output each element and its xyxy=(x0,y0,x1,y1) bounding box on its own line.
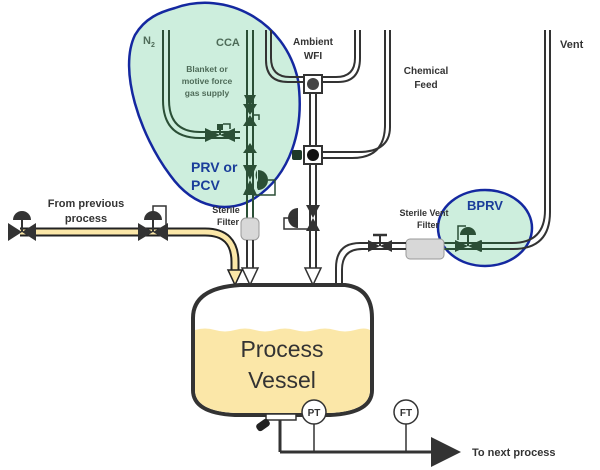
pt-instrument xyxy=(301,399,327,425)
cca-label: CCA xyxy=(216,37,240,49)
chemical-feed-pipe xyxy=(322,30,391,159)
drain-actuator-icon xyxy=(256,418,270,432)
sterile-filter-label-line1: Sterile xyxy=(212,205,240,215)
cca-flow-arrow-icon xyxy=(244,95,256,107)
gas-supply-label-line3: gas supply xyxy=(185,88,230,98)
prv-label-line1: PRV or xyxy=(191,159,238,175)
ft-instrument xyxy=(393,399,419,425)
ambient-wfi-pipe xyxy=(265,30,361,83)
n2-valve-icon xyxy=(205,123,235,142)
manual-valve-icon xyxy=(8,211,36,241)
process-vessel xyxy=(191,283,374,417)
chemical-feed-label-line2: Feed xyxy=(414,80,437,91)
bottom-outlet-valve xyxy=(265,413,297,421)
n2-label: N2 xyxy=(143,35,155,49)
bprv-valve-icon xyxy=(455,225,481,252)
ambient-wfi-label-line2: WFI xyxy=(304,51,323,62)
vent-pipe xyxy=(500,30,551,250)
pt-label: PT xyxy=(308,408,321,419)
n2-pipe xyxy=(162,30,240,139)
gas-to-vessel-pipe xyxy=(246,240,254,270)
wfi-valve-icon xyxy=(303,74,323,94)
prv-label-line2: PCV xyxy=(191,177,220,193)
vent-to-vessel-pipe xyxy=(335,242,406,285)
chemical-feed-valve-icon xyxy=(292,145,323,165)
ambient-wfi-label-line1: Ambient xyxy=(293,37,334,48)
sterile-vent-filter xyxy=(405,238,445,260)
feed-control-valve-icon xyxy=(138,205,168,241)
vessel-label-line2: Vessel xyxy=(248,367,316,393)
feed-inlet-arrow-icon xyxy=(226,269,244,287)
vent-isolation-valve-icon xyxy=(368,233,392,252)
gas-supply-label-line1: Blanket or xyxy=(186,64,228,74)
control-valve-icon xyxy=(283,205,320,231)
sterile-filter-label-line2: Filter xyxy=(217,217,240,227)
vessel-liquid xyxy=(195,328,370,413)
chemical-feed-label-line1: Chemical xyxy=(404,66,449,77)
from-previous-label-line1: From previous xyxy=(48,198,124,210)
feed-pipe xyxy=(20,227,240,272)
vent-label: Vent xyxy=(560,39,584,51)
vessel-label-line1: Process xyxy=(240,336,323,362)
gas-inlet-arrow-icon xyxy=(240,267,260,287)
sterile-vent-filter-label-line1: Sterile Vent xyxy=(399,208,448,218)
from-previous-label-line2: process xyxy=(65,213,107,225)
prv-valve-icon xyxy=(243,143,276,196)
gas-supply-label-line2: motive force xyxy=(182,76,233,86)
to-next-process-label: To next process xyxy=(472,447,556,459)
prv-highlight-region xyxy=(127,1,301,209)
cca-valve-icon xyxy=(243,104,260,126)
sterile-vent-filter-label-line2: Filter xyxy=(417,220,440,230)
sterile-filter xyxy=(240,217,260,241)
wfi-chem-to-vessel-pipe xyxy=(309,93,317,270)
bprv-label: BPRV xyxy=(467,198,503,213)
liquid-inlet-arrow-icon xyxy=(303,267,323,287)
ft-label: FT xyxy=(400,408,412,419)
